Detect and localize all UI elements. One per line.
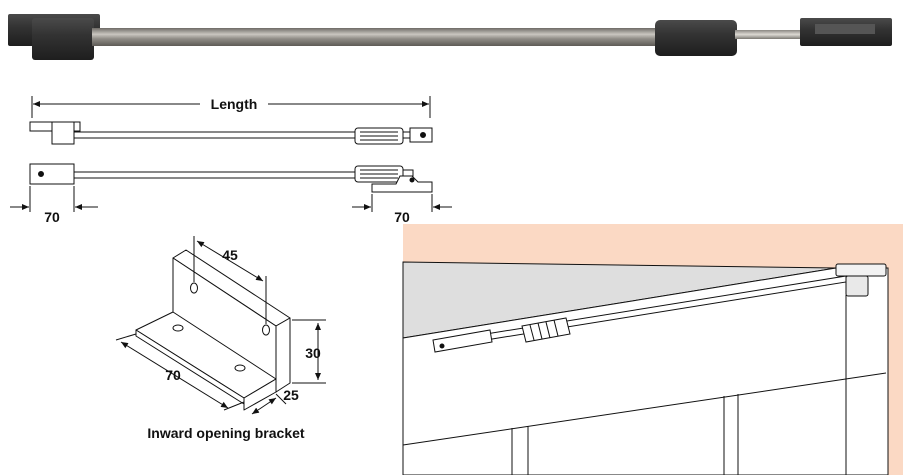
bracket-caption: Inward opening bracket <box>147 425 304 441</box>
bracket-hole <box>190 282 198 294</box>
bracket-hole <box>262 324 270 336</box>
side-view-drawing <box>10 96 452 212</box>
dim-45-line <box>196 240 264 282</box>
dim-70-label: 70 <box>165 367 181 383</box>
installed-stay <box>432 275 847 353</box>
installation-view <box>402 224 903 475</box>
bracket-hole <box>172 324 184 332</box>
photo-left-block <box>32 18 94 60</box>
left-offset-label: 70 <box>44 209 60 225</box>
dim-70-line <box>120 341 229 409</box>
photo-sleeve <box>655 20 737 56</box>
bracket-drawing <box>135 249 291 411</box>
dim-30-label: 30 <box>305 345 321 361</box>
photo-main-rod <box>92 28 662 46</box>
right-offset-label: 70 <box>394 209 410 225</box>
dim-25-line <box>251 397 277 415</box>
product-photo <box>8 14 892 60</box>
window-frame <box>402 267 889 475</box>
dim-25-label: 25 <box>283 387 299 403</box>
dim-45-label: 45 <box>222 247 238 263</box>
bracket-hole <box>234 364 246 372</box>
length-label: Length <box>211 96 258 112</box>
photo-thin-rod <box>735 30 845 39</box>
ceiling-mount <box>835 263 887 277</box>
